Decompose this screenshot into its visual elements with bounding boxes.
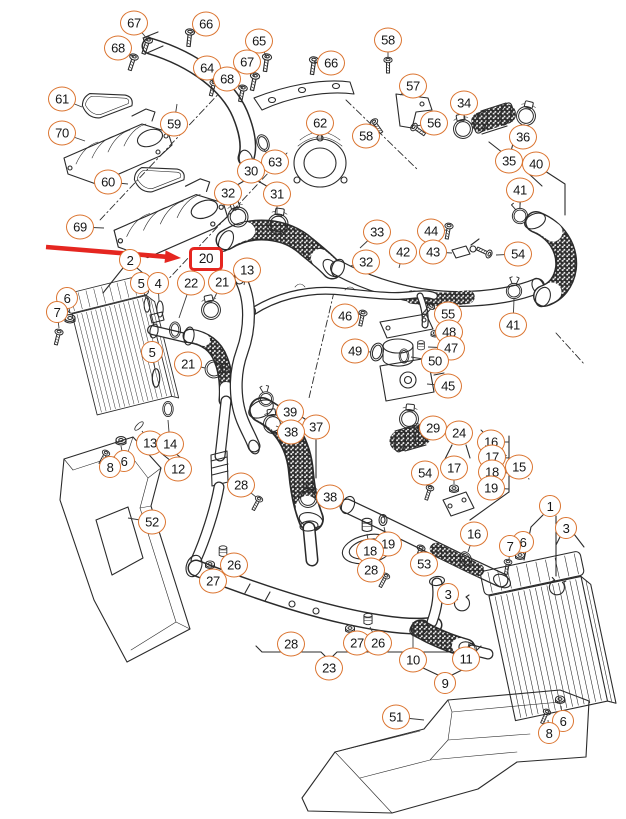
callout-1[interactable]: 1 bbox=[539, 495, 561, 517]
callout-41[interactable]: 41 bbox=[499, 312, 527, 338]
callout-32[interactable]: 32 bbox=[214, 180, 242, 206]
callout-65[interactable]: 65 bbox=[245, 28, 273, 54]
callout-47[interactable]: 47 bbox=[437, 335, 465, 361]
callout-63[interactable]: 63 bbox=[261, 149, 289, 175]
callout-4[interactable]: 4 bbox=[147, 272, 169, 294]
callout-54[interactable]: 54 bbox=[411, 460, 439, 486]
callout-3[interactable]: 3 bbox=[555, 517, 577, 539]
callout-12[interactable]: 12 bbox=[164, 456, 192, 482]
callout-9[interactable]: 9 bbox=[434, 672, 456, 694]
callout-17[interactable]: 17 bbox=[440, 455, 468, 481]
callout-15[interactable]: 15 bbox=[505, 454, 533, 480]
callout-35[interactable]: 35 bbox=[495, 148, 523, 174]
callout-37[interactable]: 37 bbox=[302, 414, 330, 440]
callout-34[interactable]: 34 bbox=[450, 90, 478, 116]
callout-7[interactable]: 7 bbox=[499, 535, 521, 557]
callout-38[interactable]: 38 bbox=[277, 419, 305, 445]
callout-60[interactable]: 60 bbox=[94, 169, 122, 195]
callout-23[interactable]: 23 bbox=[315, 655, 343, 681]
callout-13[interactable]: 13 bbox=[233, 257, 261, 283]
callout-70[interactable]: 70 bbox=[48, 120, 76, 146]
callout-66[interactable]: 66 bbox=[192, 11, 220, 37]
highlighted-callout-20[interactable]: 20 bbox=[189, 247, 223, 271]
callout-16[interactable]: 16 bbox=[460, 521, 488, 547]
callout-52[interactable]: 52 bbox=[138, 509, 166, 535]
intercooler-left-drawing bbox=[63, 273, 191, 420]
callout-40[interactable]: 40 bbox=[522, 151, 550, 177]
callout-67[interactable]: 67 bbox=[120, 10, 148, 36]
callout-31[interactable]: 31 bbox=[263, 181, 291, 207]
callout-28[interactable]: 28 bbox=[277, 631, 305, 657]
callout-24[interactable]: 24 bbox=[445, 420, 473, 446]
callout-8[interactable]: 8 bbox=[99, 456, 121, 478]
callout-21[interactable]: 21 bbox=[174, 351, 202, 377]
callout-28[interactable]: 28 bbox=[357, 557, 385, 583]
callout-36[interactable]: 36 bbox=[509, 124, 537, 150]
callout-29[interactable]: 29 bbox=[419, 415, 447, 441]
callout-44[interactable]: 44 bbox=[417, 218, 445, 244]
hose-40-drawing bbox=[524, 211, 578, 308]
callout-5[interactable]: 5 bbox=[141, 341, 163, 363]
callout-50[interactable]: 50 bbox=[421, 348, 449, 374]
callout-66[interactable]: 66 bbox=[317, 50, 345, 76]
callout-28[interactable]: 28 bbox=[227, 472, 255, 498]
nut-drawings bbox=[64, 314, 565, 704]
callout-53[interactable]: 53 bbox=[410, 551, 438, 577]
air-scoop-51-drawing bbox=[301, 689, 590, 814]
callout-21[interactable]: 21 bbox=[208, 269, 236, 295]
callout-26[interactable]: 26 bbox=[364, 630, 392, 656]
callout-69[interactable]: 69 bbox=[66, 214, 94, 240]
callout-19[interactable]: 19 bbox=[477, 475, 505, 501]
flange-rail-drawing bbox=[253, 80, 355, 111]
callout-13[interactable]: 13 bbox=[136, 430, 164, 456]
sensor-43-drawing bbox=[451, 238, 480, 259]
callout-54[interactable]: 54 bbox=[504, 241, 532, 267]
callout-27[interactable]: 27 bbox=[199, 568, 227, 594]
callout-10[interactable]: 10 bbox=[399, 647, 427, 673]
highlight-arrow-shaft bbox=[45, 244, 169, 260]
callout-43[interactable]: 43 bbox=[419, 239, 447, 265]
callout-11[interactable]: 11 bbox=[452, 646, 480, 672]
callout-56[interactable]: 56 bbox=[420, 110, 448, 136]
bracket-57-drawing bbox=[395, 93, 433, 129]
callout-68[interactable]: 68 bbox=[104, 35, 132, 61]
bracket-17-drawing bbox=[442, 491, 475, 517]
callout-32[interactable]: 32 bbox=[352, 249, 380, 275]
callout-14[interactable]: 14 bbox=[156, 431, 184, 457]
callout-33[interactable]: 33 bbox=[363, 219, 391, 245]
callout-3[interactable]: 3 bbox=[437, 583, 459, 605]
callout-42[interactable]: 42 bbox=[389, 239, 417, 265]
callout-61[interactable]: 61 bbox=[48, 86, 76, 112]
coupling-sleeve-drawing bbox=[471, 102, 516, 135]
elbow-hose-20-drawing bbox=[182, 326, 234, 566]
callout-62[interactable]: 62 bbox=[306, 110, 334, 136]
callout-59[interactable]: 59 bbox=[160, 111, 188, 137]
callout-68[interactable]: 68 bbox=[213, 66, 241, 92]
callout-58[interactable]: 58 bbox=[352, 123, 380, 149]
highlight-arrow-head bbox=[164, 250, 181, 263]
callout-7[interactable]: 7 bbox=[46, 301, 68, 323]
valve-cluster-drawing bbox=[379, 313, 445, 402]
callout-30[interactable]: 30 bbox=[237, 158, 265, 184]
callout-46[interactable]: 46 bbox=[331, 303, 359, 329]
callout-51[interactable]: 51 bbox=[382, 704, 410, 730]
callout-58[interactable]: 58 bbox=[374, 27, 402, 53]
callout-49[interactable]: 49 bbox=[341, 338, 369, 364]
callout-38[interactable]: 38 bbox=[316, 484, 344, 510]
callout-41[interactable]: 41 bbox=[506, 177, 534, 203]
callout-8[interactable]: 8 bbox=[538, 722, 560, 744]
callout-22[interactable]: 22 bbox=[177, 270, 205, 296]
callout-45[interactable]: 45 bbox=[434, 373, 462, 399]
sleeve-29-drawing bbox=[389, 423, 432, 453]
callout-57[interactable]: 57 bbox=[399, 73, 427, 99]
callout-2[interactable]: 2 bbox=[119, 249, 141, 271]
